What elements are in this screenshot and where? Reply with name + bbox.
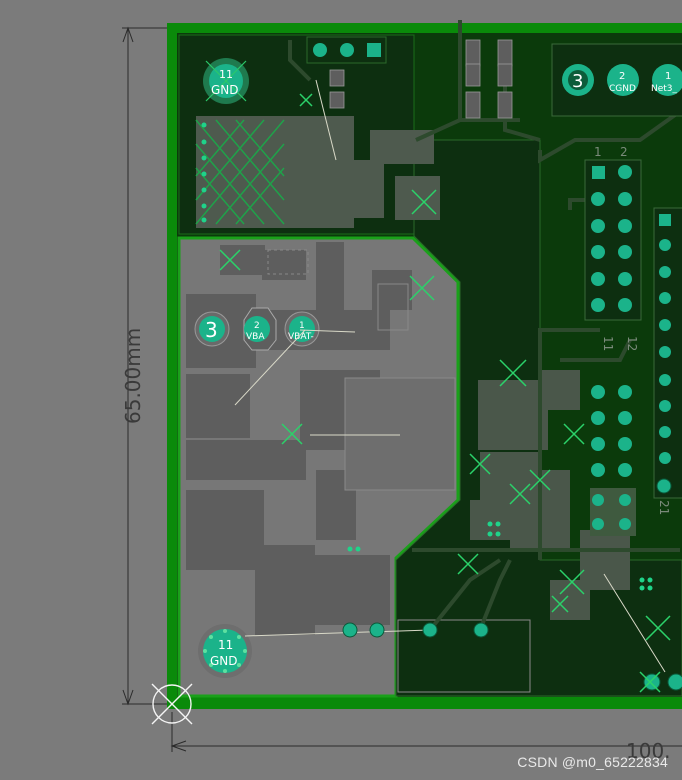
vias [342,478,682,691]
silk-rect-1 [267,249,309,275]
hatch-pad-dots [201,122,207,223]
dimension-vertical [122,26,168,706]
header-label-row12: 12 [625,336,639,351]
header-label-col1: 1 [594,145,602,159]
svg-text:VBAT-: VBAT- [288,332,314,342]
svg-text:1: 1 [665,71,671,82]
inductor-footprint [344,377,456,491]
pin-header-pads [590,165,636,536]
header-label-row11: 11 [601,336,615,351]
pad-gnd-bottom[interactable]: 11 GND [198,624,252,678]
traces [288,20,682,632]
dimension-horizontal [170,712,682,752]
pad-vba[interactable]: 2 VBA [243,307,277,351]
svg-text:3: 3 [205,318,218,342]
pin-header [584,159,642,321]
connector-top [306,36,387,64]
silk-rect-2 [377,283,409,331]
svg-text:3: 3 [572,71,583,92]
pad-vbat[interactable]: 1 VBAT- [284,311,320,347]
svg-text:VBA: VBA [246,332,265,342]
smd-components-top [329,39,513,119]
drc-markers [219,93,671,693]
pad-net3[interactable]: 1 Net3_ [651,64,682,96]
pad-big-left[interactable]: 3 [194,311,230,347]
svg-text:CGND: CGND [609,84,636,94]
header-label-col2: 2 [620,145,628,159]
svg-text:GND: GND [210,654,238,668]
svg-text:11: 11 [218,638,233,652]
svg-text:11: 11 [219,68,233,81]
silk-rect-3 [397,619,531,693]
connector-right-label: 21 [657,500,671,515]
pad-gnd-top[interactable]: 11 GND [203,58,249,104]
svg-text:1: 1 [299,321,305,331]
pad-cgnd[interactable]: 2 CGND [607,64,639,96]
svg-text:2: 2 [619,71,625,82]
csdn-watermark: CSDN @m0_65222834 [517,754,668,770]
svg-text:Net3_: Net3_ [651,84,678,94]
pad-big-right[interactable]: 3 [562,64,594,96]
dimension-horizontal-label: 100. [626,739,671,763]
origin-crosshair-icon [151,683,193,725]
dimension-vertical-label: 65.00mm [121,328,145,424]
copper-shapes-top [196,116,440,228]
hatch-area [195,119,285,225]
connector-right-pads [659,214,671,492]
svg-text:GND: GND [211,83,239,97]
svg-text:2: 2 [254,321,260,331]
ratsnest [234,79,666,673]
